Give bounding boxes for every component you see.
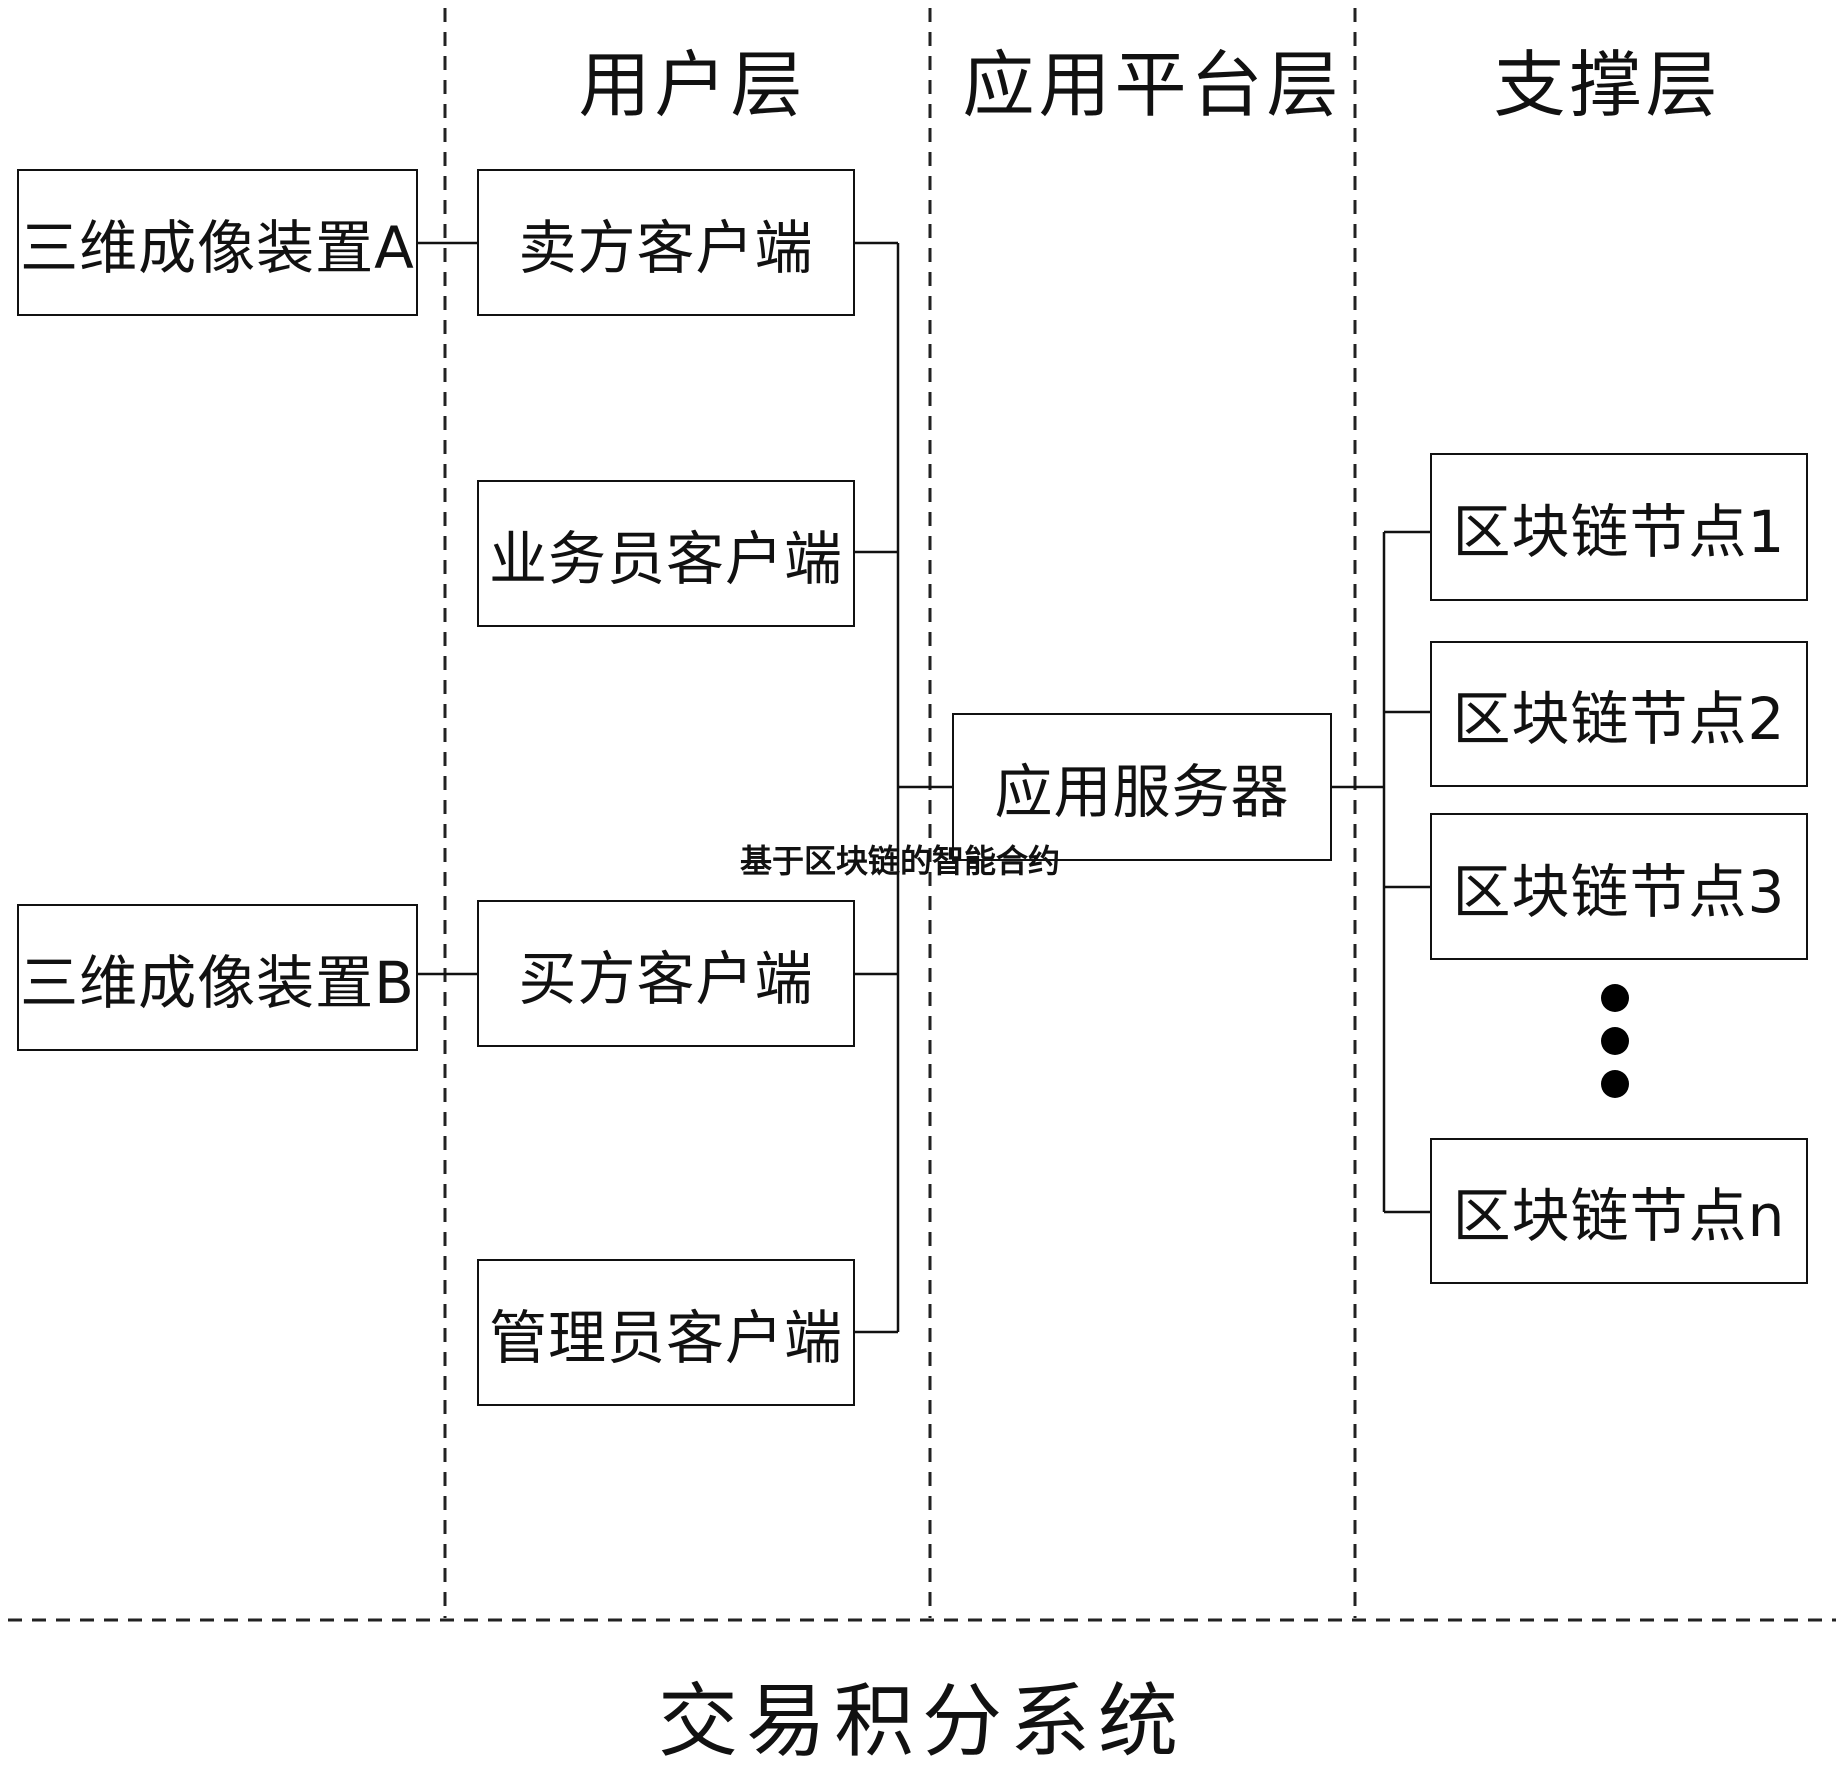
ellipsis-dot-3 xyxy=(1601,1070,1629,1098)
blockchain-node-1-box: 区块链节点1 xyxy=(1430,453,1808,601)
layer-title-platform: 应用平台层 xyxy=(962,42,1343,127)
ellipsis-dot-1 xyxy=(1601,984,1629,1012)
admin-client-box: 管理员客户端 xyxy=(477,1259,855,1406)
smart-contract-label: 基于区块链的智能合约 xyxy=(740,842,1061,880)
device-b-box: 三维成像装置B xyxy=(17,904,418,1051)
blockchain-node-n-box: 区块链节点n xyxy=(1430,1138,1808,1284)
seller-client-box: 卖方客户端 xyxy=(477,169,855,316)
buyer-client-box: 买方客户端 xyxy=(477,900,855,1047)
system-title: 交易积分系统 xyxy=(658,1675,1186,1768)
layer-title-user: 用户层 xyxy=(578,42,807,127)
application-server-box: 应用服务器 xyxy=(952,713,1332,861)
device-a-box: 三维成像装置A xyxy=(17,169,418,316)
layer-title-support: 支撑层 xyxy=(1493,42,1722,127)
salesperson-client-box: 业务员客户端 xyxy=(477,480,855,627)
blockchain-node-3-box: 区块链节点3 xyxy=(1430,813,1808,960)
blockchain-node-2-box: 区块链节点2 xyxy=(1430,641,1808,787)
ellipsis-dot-2 xyxy=(1601,1027,1629,1055)
